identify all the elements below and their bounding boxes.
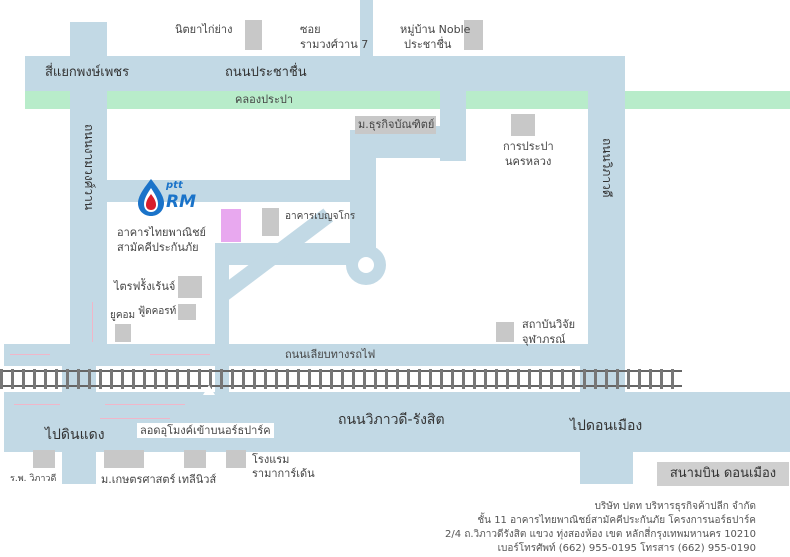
road-right-vertical [588,56,625,346]
traffic-arrow [105,404,185,405]
road-wiphawadi [4,392,790,452]
label-kaset: ม.เกษตรศาสตร์ [101,473,176,486]
label-ror-phor: ร.พ. วิภาวดี [10,474,57,484]
traffic-arrow [150,354,210,355]
label-canal: คลองประปา [235,93,294,106]
label-lotus-bridge: ลอดอุโมงค์เข้าบนอร์ธปาร์ค [137,423,274,438]
label-soi-7-line1: ซอย [300,23,321,36]
label-rama-hotel-line2: รามาการ์เด้น [252,467,315,480]
road-inner-vertical [350,130,376,260]
label-foodcourt: ฟู้ดคอรท์ [138,306,177,317]
building-benjakor [262,208,279,236]
label-to-don-mueang: ไปดอนเมือง [570,418,643,434]
road-left-vertical [70,22,107,354]
label-main-building-line2: สามัคคีประกันภัย [117,241,199,254]
label-road-wiphawadi: ถนนวิภาวดี-รังสิต [338,412,445,428]
canal [25,91,790,109]
building-main-highlight [221,209,241,242]
label-road-right-vertical: ถนนวิภาวดี [600,138,614,198]
logo-text-top: ptt [166,180,183,191]
label-soi-7-line2: รามวงศ์วาน 7 [300,38,369,51]
logo-text-bottom: RM [166,192,197,212]
label-tri-friends: ไตรฟร้ังเร้นจ์ [114,280,176,293]
building-pradap [511,114,535,136]
road-liap-rotfai [4,344,624,366]
label-institute-line2: จุฬาภรณ์ [522,333,566,346]
road-inner-horizontal [107,180,370,202]
road-bottom-left [62,452,96,484]
building-kaset [104,450,144,468]
label-road-prachachuen: ถนนประชาชื่น [225,65,307,80]
building-foodcourt [178,304,196,320]
ptt-drop-icon [138,179,164,216]
footer-line: เบอร์โทรศัพท์ (662) 955-0195 โทรสาร (662… [497,543,756,554]
label-rama-hotel-line1: โรงแรม [252,453,290,466]
footer-line: บริษัท ปตท บริหารธุรกิจค้าปลีก จำกัด [594,501,756,512]
label-road-left-vertical: ถนนงามวงศ์วาน [82,124,96,211]
traffic-arrow [100,418,170,419]
label-noble-line2: ประชาชื่น [404,38,452,51]
footer-address: บริษัท ปตท บริหารธุรกิจค้าปลีก จำกัด ชั้… [445,500,756,556]
building-noble [464,20,483,50]
label-benjakor: อาคารเบญจโกร [285,211,356,222]
building-rama-hotel [226,450,246,468]
road-inner-left [215,243,229,347]
label-road-liap-rotfai: ถนนเลียบทางรถไฟ [285,348,376,361]
building-ror-phor [33,450,55,468]
label-pradap-line2: นครหลวง [505,155,552,168]
label-institute-line1: สถาบันวิจัย [522,318,576,331]
roundabout-center [358,257,374,273]
traffic-arrow [14,404,60,405]
ptt-rm-logo: ptt RM [136,178,206,218]
railway-ties [0,369,682,389]
footer-line: ชั้น 11 อาคารไทยพาณิชย์สามัคคีประกันภัย … [477,515,756,526]
traffic-arrow [10,354,50,355]
label-nitaya: นิตยาไก่ย่าง [175,23,233,36]
road-top-branch [360,0,373,56]
road-prachachuen [25,56,625,91]
label-main-building-line1: อาคารไทยพาณิชย์ [117,226,206,239]
label-noble-line1: หมู่บ้าน Noble [400,23,471,36]
footer-line: 2/4 ถ.วิภาวดีรังสิต แขวง ทุ่งสองห้อง เขต… [445,529,756,540]
building-tri-friends [178,276,202,298]
building-telenews [184,450,206,468]
building-nitaya [245,20,262,50]
traffic-arrow [92,302,93,342]
building-ucom [115,324,131,342]
label-to-din-daeng: ไปดินแดง [45,427,105,443]
label-airport: สนามบิน ดอนเมือง [657,462,789,486]
road-bottom-right [580,452,633,484]
label-pradap-line1: การประปา [503,140,554,153]
label-mor-thurakij: ม.ธุรกิจบัณฑิตย์ [358,118,435,131]
label-telenews: เทลีนิวส์ [178,473,217,486]
station-marker-icon [203,385,215,395]
label-ucom: ยูคอม [110,310,136,321]
label-pong-phet: สี่แยกพงษ์เพชร [45,65,130,80]
building-mor-thurakij [355,116,436,134]
building-institute [496,322,514,342]
